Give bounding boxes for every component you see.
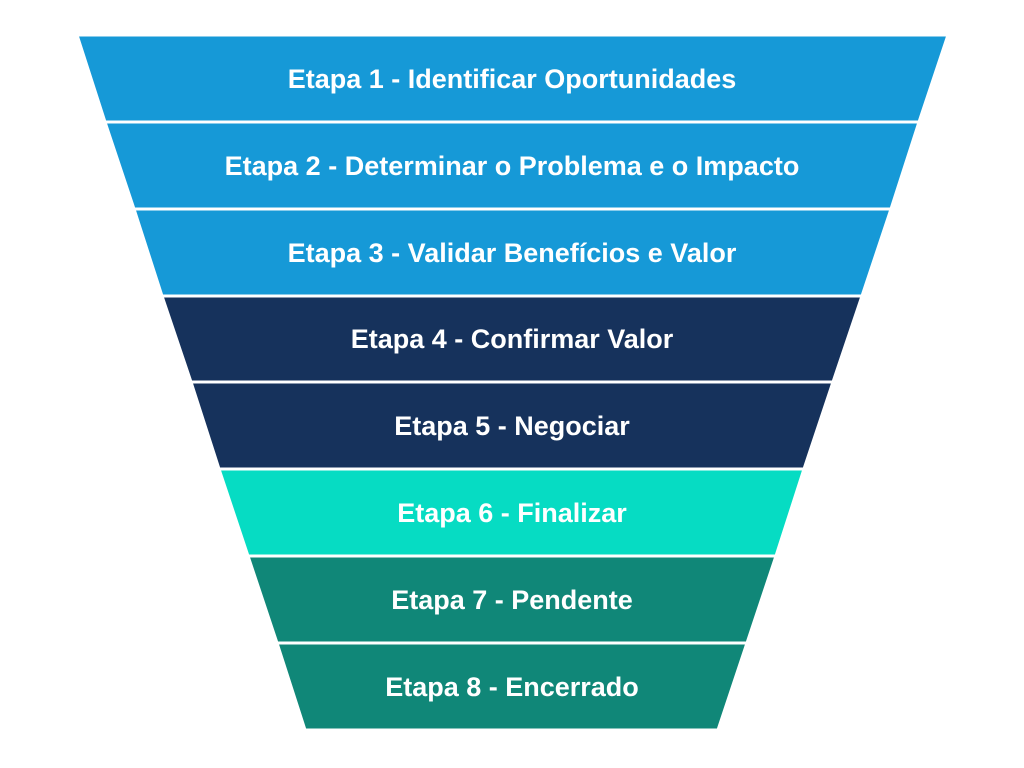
- funnel-stage-5-label: Etapa 5 - Negociar: [394, 411, 630, 441]
- funnel-stage-3-label: Etapa 3 - Validar Benefícios e Valor: [288, 238, 737, 268]
- funnel-stage-7-label: Etapa 7 - Pendente: [391, 585, 633, 615]
- funnel-stage-4-label: Etapa 4 - Confirmar Valor: [351, 324, 674, 354]
- funnel-stage-6-label: Etapa 6 - Finalizar: [397, 498, 627, 528]
- funnel-stage-1-label: Etapa 1 - Identificar Oportunidades: [288, 64, 737, 94]
- funnel-stage-8-label: Etapa 8 - Encerrado: [385, 672, 639, 702]
- funnel-stage-2-label: Etapa 2 - Determinar o Problema e o Impa…: [225, 151, 800, 181]
- funnel-stage-8-shape: [274, 641, 750, 732]
